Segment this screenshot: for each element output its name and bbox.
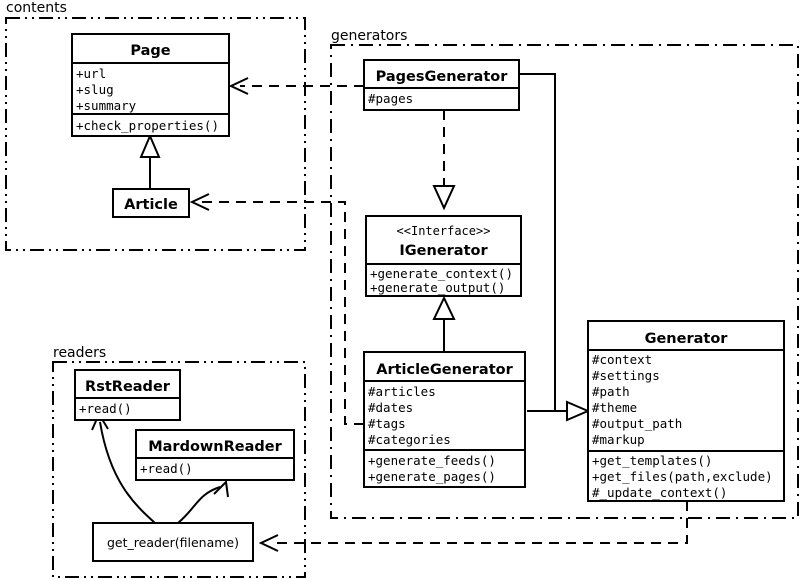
package-contents-label: contents [6,0,67,16]
generalization-arrowhead [139,133,161,158]
class-article-name: Article [124,197,178,213]
class-article-generator-box[interactable] [363,351,526,488]
class-page-attribute: +slug [76,82,114,97]
class-igenerator-method: +generate_context() [370,266,513,281]
relation-generators-extend-generator [519,73,591,422]
class-rst-reader-box[interactable] [74,369,181,421]
class-pages-generator-attribute: #pages [368,91,413,106]
class-generator-attribute: #settings [592,368,660,383]
class-article-generator-attribute: #dates [368,400,413,415]
class-generator-method: #_update_context() [592,485,727,500]
class-generator-attribute: #path [592,384,630,399]
package-generators-label: generators [331,28,407,44]
class-pages-generator-name: PagesGenerator [376,69,509,85]
relation-articlegenerator-uses-article [189,193,364,425]
class-article-generator-method: +generate_feeds() [368,453,496,468]
class-article-generator-name: ArticleGenerator [376,362,513,378]
class-mardown-reader-method: +read() [140,461,193,476]
class-page[interactable]: Page +url +slug +summary +check_properti… [71,33,230,137]
realization-arrowhead [432,185,456,211]
class-article-box[interactable] [112,188,190,218]
relation-get-reader-creates-mardownreader [177,479,229,524]
dependency-arrowhead [228,77,249,95]
dependency-arrowhead [189,193,210,211]
create-arrowhead [213,479,229,498]
package-contents-border [5,17,306,251]
class-generator-method: +get_files(path,exclude) [592,469,773,484]
generalization-arrowhead [566,400,591,422]
class-igenerator-box[interactable] [365,215,522,297]
class-igenerator[interactable]: <<Interface>> IGenerator +generate_conte… [365,215,522,297]
function-get-reader-label: get_reader(filename) [107,535,239,550]
class-igenerator-method: +generate_output() [370,280,505,295]
class-mardown-reader-name: MardownReader [148,439,282,455]
class-generator-method: +get_templates() [592,453,712,468]
class-page-name: Page [130,43,170,59]
class-generator[interactable]: Generator #context #settings #path #them… [587,320,785,502]
relation-article-extends-page [139,133,161,190]
class-mardown-reader-box[interactable] [135,429,295,481]
class-rst-reader-name: RstReader [85,379,171,395]
function-get-reader[interactable]: get_reader(filename) [92,522,254,562]
class-article-generator-attribute: #articles [368,384,436,399]
class-page-attribute: +summary [76,98,137,113]
class-generator-attribute: #theme [592,400,637,415]
function-get-reader-box[interactable] [92,522,254,562]
class-mardown-reader[interactable]: MardownReader +read() [135,429,295,481]
class-article[interactable]: Article [112,188,190,218]
class-generator-attribute: #markup [592,432,645,447]
class-rst-reader-method: +read() [79,401,132,416]
package-readers: readers [52,345,306,578]
relation-generator-uses-get-reader [258,501,688,552]
class-pages-generator[interactable]: PagesGenerator #pages [363,59,520,111]
relation-articlegenerator-extends-igenerator [432,295,456,354]
class-rst-reader[interactable]: RstReader +read() [74,369,181,421]
class-generator-attribute: #context [592,352,652,367]
package-readers-border [52,361,306,578]
package-contents: contents [5,0,306,251]
class-igenerator-stereotype: <<Interface>> [397,224,491,238]
relation-pagesgenerator-realizes-igenerator [432,110,456,211]
class-pages-generator-box[interactable] [363,59,520,111]
class-igenerator-name: IGenerator [399,243,488,259]
class-article-generator-attribute: #categories [368,432,451,447]
dependency-arrowhead [258,534,279,552]
class-article-generator-method: +generate_pages() [368,469,496,484]
class-page-box[interactable] [71,33,230,137]
class-article-generator-attribute: #tags [368,416,406,431]
package-readers-label: readers [53,345,106,361]
class-generator-name: Generator [645,331,729,347]
package-generators-border [330,44,799,519]
package-generators: generators [330,28,799,519]
class-page-attribute: +url [76,66,106,81]
generalization-arrowhead [432,295,456,320]
class-page-method: +check_properties() [76,118,219,133]
class-generator-attribute: #output_path [592,416,682,431]
class-article-generator[interactable]: ArticleGenerator #articles #dates #tags … [363,351,526,488]
relation-pagesgenerator-uses-page [228,77,364,95]
